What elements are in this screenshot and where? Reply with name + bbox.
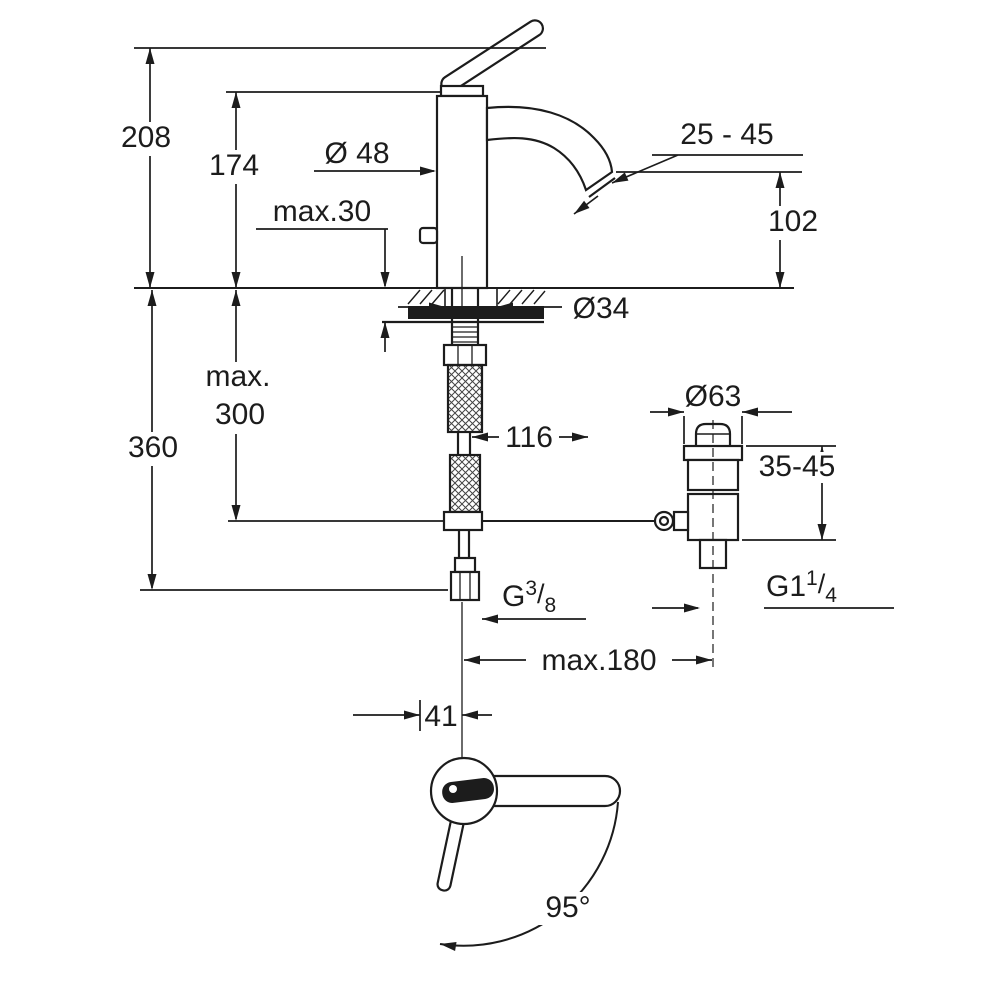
dim-label-25-45: 25 - 45 <box>680 118 773 151</box>
deck-hatching <box>407 289 546 305</box>
dim-dia34 <box>398 302 562 312</box>
dim-label-116: 116 <box>505 421 553 454</box>
dim-label-dia63: Ø63 <box>685 380 742 413</box>
dim-label-g38: G3/8 <box>502 577 556 617</box>
supply-hoses <box>442 288 488 602</box>
dim-label-g114: G11/4 <box>766 567 837 607</box>
lever-top-view <box>476 774 622 808</box>
dim-label-max300-line2: 300 <box>215 398 265 431</box>
lever-handle <box>439 19 544 98</box>
rod-clevis <box>442 510 484 532</box>
dim-label-dia34: Ø34 <box>573 292 630 325</box>
dim-g38-leader <box>482 614 586 624</box>
side-view <box>134 19 794 602</box>
pop-up-rod <box>442 510 676 532</box>
dim-label-35-45: 35-45 <box>759 450 836 483</box>
spout <box>485 105 614 192</box>
dim-label-174: 174 <box>209 149 259 182</box>
mounting-gasket <box>408 306 544 319</box>
dim-360 <box>140 290 448 591</box>
hub-dot <box>449 785 457 793</box>
dim-dia48 <box>314 166 436 176</box>
dim-label-max180: max.180 <box>541 644 656 677</box>
labels: 208 174 Ø 48 max.30 25 - 45 102 Ø34 max.… <box>121 118 837 924</box>
dim-label-max300-line1: max. <box>205 360 270 393</box>
rod-entry-boss <box>672 510 690 532</box>
aerator-face <box>588 177 616 198</box>
top-view <box>429 756 622 892</box>
lever-hub <box>442 778 495 803</box>
body-side-tab <box>418 226 439 245</box>
dim-dia63 <box>650 407 792 444</box>
dimensions <box>134 47 894 951</box>
dim-label-95deg: 95° <box>545 891 590 924</box>
dim-41 <box>353 700 492 731</box>
dim-g114-leader <box>652 603 894 613</box>
dim-208 <box>134 47 546 288</box>
dim-174 <box>226 91 440 288</box>
dim-label-102: 102 <box>768 205 818 238</box>
braided-hose-lower <box>448 453 482 514</box>
handle-cap <box>439 84 485 98</box>
dim-label-dia48: Ø 48 <box>324 137 389 170</box>
braided-hose-upper <box>446 363 484 434</box>
flow-direction-arrow <box>571 195 599 218</box>
dim-label-208: 208 <box>121 121 171 154</box>
drain-assembly <box>672 422 744 570</box>
g38-connector <box>449 570 481 602</box>
dim-label-360: 360 <box>128 431 178 464</box>
dim-label-max30: max.30 <box>273 195 371 228</box>
mounting-nut <box>442 343 488 367</box>
thread-lines <box>452 321 478 343</box>
deck-hole-edges <box>444 288 498 306</box>
dim-max30 <box>256 228 390 352</box>
dim-25-45 <box>610 154 803 188</box>
hose-collar <box>453 556 477 574</box>
label-backgrounds <box>116 122 840 925</box>
dim-label-41: 41 <box>424 700 457 733</box>
